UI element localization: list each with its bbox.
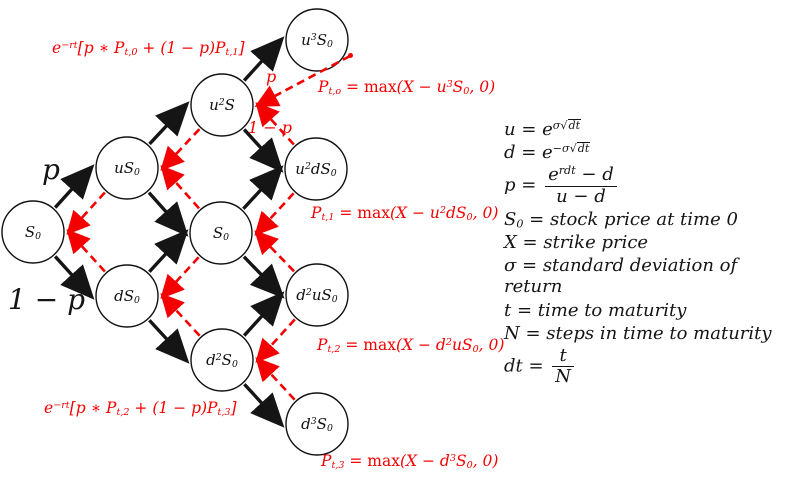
node-label-us0: uS0 (114, 159, 140, 179)
node-label-d2us0: d2uS0 (296, 286, 338, 306)
forward-edge-u2s-u3s0 (242, 36, 285, 82)
node-circle-u3s0 (285, 8, 349, 72)
forward-edge-u2s-u2ds0 (242, 128, 284, 173)
edge-label-1-minus-p: 1 − p (8, 283, 85, 316)
backward-edge-ds0-s0 (66, 229, 106, 273)
payoff-formula-2: Pt,2 = max(X − d2uS0, 0) (317, 336, 505, 356)
forward-edge-s0m-d2us0 (242, 255, 285, 299)
legend-line-u: u = eσ√dt (504, 119, 582, 140)
backward-edge-s0m-us0 (160, 165, 200, 210)
backward-edge-u3s0-u2s (254, 54, 351, 107)
forward-edge-us0-s0m (147, 191, 189, 237)
formula-discount-top: e−rt[p ∗ Pt,0 + (1 − p)Pt,1] (52, 39, 245, 59)
node-circle-u2s (190, 73, 254, 137)
backward-edge-d2us0-d2s0 (255, 318, 296, 363)
red-dot (348, 53, 353, 58)
forward-edge-ds0-s0m (148, 229, 189, 273)
formula-discount-bottom: e−rt[p ∗ Pt,2 + (1 − p)Pt,3] (44, 399, 237, 419)
node-label-u2ds0: u2dS0 (295, 160, 337, 180)
node-label-ds0: dS0 (114, 287, 140, 307)
forward-edge-d2s0-d3s0 (243, 383, 285, 428)
node-circle-d2us0 (285, 263, 349, 327)
node-circle-d2s0 (190, 328, 254, 392)
node-label-u3s0: u3S0 (301, 31, 333, 51)
legend-line-d: d = e−σ√dt (504, 142, 591, 164)
node-circle-s0m (189, 201, 253, 265)
legend-line-t: t = time to maturity (504, 299, 687, 321)
forward-edge-s0-us0 (53, 164, 95, 209)
node-label-d2s0: d2S0 (206, 351, 238, 371)
backward-edge-s0m-ds0 (160, 256, 200, 299)
edge-label-red-1-minus-p: 1 − p (248, 118, 292, 137)
backward-edge-d2us0-s0m (254, 230, 295, 273)
edge-label-red-p: p (266, 67, 277, 86)
backward-edge-u2s-us0 (160, 128, 201, 171)
backward-edge-u2ds0-s0m (254, 192, 295, 236)
forward-edge-s0m-u2ds0 (242, 165, 284, 210)
payoff-formula-0: Pt,o = max(X − u3S0, 0) (318, 78, 496, 98)
legend-line-s0: S0 = stock price at time 0 (504, 208, 738, 231)
node-label-s0: S0 (24, 223, 42, 243)
node-label-s0-mid: S0 (212, 224, 230, 244)
forward-edge-d2s0-d2us0 (242, 291, 285, 337)
payoff-formula-1: Pt,1 = max(X − u2dS0, 0) (311, 204, 499, 224)
node-circle-d3s0 (285, 392, 349, 456)
node-circle-u2ds0 (284, 137, 348, 201)
node-circle-us0 (95, 136, 159, 200)
forward-edge-us0-u2s (148, 101, 190, 146)
node-label-u2s: u2S (209, 96, 235, 114)
backward-edge-u2ds0-u2s (255, 102, 295, 146)
forward-edge-s0-ds0 (53, 255, 95, 300)
node-label-d3s0: d3S0 (301, 415, 333, 435)
forward-edge-ds0-d2s0 (148, 319, 190, 364)
legend-line-n: N = steps in time to maturity (504, 322, 772, 344)
legend-line-x: X = strike price (504, 232, 649, 254)
backward-edge-us0-s0 (66, 191, 106, 235)
edge-label-p: p (42, 153, 60, 186)
payoff-formula-3: Pt,3 = max(X − d3S0, 0) (321, 452, 499, 472)
legend-line-sigma: σ = standard deviation of return (504, 255, 738, 298)
backward-edge-d3s0-d2s0 (255, 357, 296, 401)
backward-edge-d2s0-ds0 (160, 293, 201, 337)
node-circle-ds0 (95, 264, 159, 328)
node-circle-s0 (1, 200, 65, 264)
